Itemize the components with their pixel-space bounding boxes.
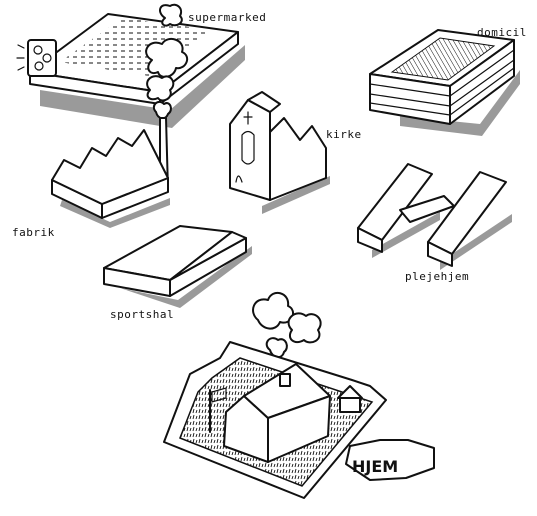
domicile-building bbox=[370, 30, 520, 136]
label-supermarket: supermarked bbox=[188, 11, 266, 24]
home-sign: HJEM bbox=[346, 440, 434, 480]
label-sports-hall: sportshal bbox=[110, 308, 174, 321]
label-church: kirke bbox=[326, 128, 362, 141]
label-factory: fabrik bbox=[12, 226, 55, 239]
church-building bbox=[230, 92, 330, 214]
nursing-home-building bbox=[358, 164, 512, 270]
home-sign-text: HJEM bbox=[352, 457, 398, 476]
supermarket-building bbox=[17, 14, 245, 128]
label-domicile: domicil bbox=[477, 26, 527, 39]
sports-hall-building bbox=[104, 226, 252, 308]
label-nursing-home: plejehjem bbox=[405, 270, 469, 283]
factory-building bbox=[52, 118, 170, 228]
